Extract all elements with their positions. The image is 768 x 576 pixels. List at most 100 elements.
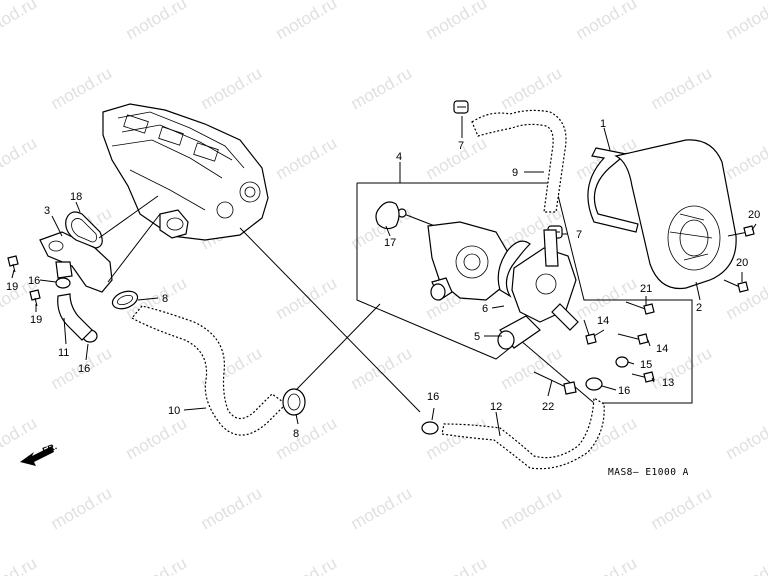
watermark-text: motod.ru xyxy=(648,483,716,533)
direction-label: FR. xyxy=(41,441,58,456)
bolt-14-upper xyxy=(583,319,597,345)
callout-16-a: 16 xyxy=(28,275,40,287)
watermark-text: motod.ru xyxy=(123,413,191,463)
watermark-text: motod.ru xyxy=(273,133,341,183)
callout-8-lower: 8 xyxy=(293,428,299,440)
clamp-8-upper xyxy=(111,290,139,310)
washer-15 xyxy=(615,356,629,368)
callout-22: 22 xyxy=(542,401,554,413)
bolt-20-lower xyxy=(723,279,749,293)
callout-9: 9 xyxy=(512,167,518,179)
watermark-text: motod.ru xyxy=(498,483,566,533)
watermark-text: motod.ru xyxy=(723,413,768,463)
assembly-boundary xyxy=(356,182,693,404)
cover-2 xyxy=(614,139,737,290)
watermark-text: motod.ru xyxy=(273,273,341,323)
callout-8-upper: 8 xyxy=(162,293,168,305)
watermark-text: motod.ru xyxy=(423,0,491,43)
callout-14-lower: 14 xyxy=(656,343,668,355)
bolt-19-upper xyxy=(7,255,19,273)
watermark-text: motod.ru xyxy=(198,483,266,533)
joint-pipe-3 xyxy=(39,231,113,293)
callout-7-top: 7 xyxy=(458,140,464,152)
bolt-14-lower xyxy=(617,333,649,345)
callout-15: 15 xyxy=(640,359,652,371)
callout-13: 13 xyxy=(662,377,674,389)
gasket-6 xyxy=(497,240,531,298)
callout-12: 12 xyxy=(490,401,502,413)
callout-1: 1 xyxy=(600,118,606,130)
watermark-text: motod.ru xyxy=(123,0,191,43)
callout-5: 5 xyxy=(474,331,480,343)
watermark-text: motod.ru xyxy=(48,483,116,533)
watermark-text: motod.ru xyxy=(723,273,768,323)
watermark-text: motod.ru xyxy=(273,0,341,43)
watermark-text: motod.ru xyxy=(348,63,416,113)
watermark-text: motod.ru xyxy=(48,63,116,113)
leader-lines xyxy=(11,116,757,437)
callout-20-a: 20 xyxy=(748,209,760,221)
watermark-text: motod.ru xyxy=(723,0,768,43)
callout-7-right: 7 xyxy=(576,229,582,241)
watermark-text: motod.ru xyxy=(573,0,641,43)
bracket-1 xyxy=(587,147,639,233)
callout-layer: 1 2 3 4 5 6 7 7 8 8 9 10 11 12 13 14 14 … xyxy=(6,118,760,440)
clip-7-top xyxy=(453,100,469,114)
hose-11 xyxy=(57,293,93,341)
callout-16-c: 16 xyxy=(427,391,439,403)
pump-cover-5 xyxy=(497,229,579,350)
engine-block xyxy=(102,103,269,241)
hose-10 xyxy=(131,305,287,436)
callout-4: 4 xyxy=(396,151,402,163)
watermark-text: motod.ru xyxy=(273,413,341,463)
watermark-text: motod.ru xyxy=(498,343,566,393)
callout-17: 17 xyxy=(384,237,396,249)
bolt-19-lower xyxy=(29,289,41,307)
clamp-16-a xyxy=(55,277,71,289)
watermark-text: motod.ru xyxy=(723,553,768,576)
clamp-16-c xyxy=(585,377,603,391)
callout-10: 10 xyxy=(168,405,180,417)
callout-16-d: 16 xyxy=(618,385,630,397)
callout-19-a: 19 xyxy=(6,281,18,293)
watermark-text: motod.ru xyxy=(0,0,40,43)
diagram-code: MAS8– E1000 A xyxy=(608,467,689,478)
watermark-text: motod.ru xyxy=(498,63,566,113)
bolt-20-upper xyxy=(727,225,755,237)
watermark-text: motod.ru xyxy=(723,133,768,183)
callout-2: 2 xyxy=(696,302,702,314)
callout-18: 18 xyxy=(70,191,82,203)
callout-19-b: 19 xyxy=(30,314,42,326)
clamp-8-lower xyxy=(282,388,306,416)
clamp-16-d xyxy=(421,421,439,435)
watermark-text: motod.ru xyxy=(648,63,716,113)
gasket-18 xyxy=(65,211,103,249)
callout-20-b: 20 xyxy=(736,257,748,269)
bolt-21 xyxy=(625,301,655,315)
watermark-text: motod.ru xyxy=(573,553,641,576)
callout-11: 11 xyxy=(58,347,69,359)
hose-9 xyxy=(471,109,567,213)
watermark-text: motod.ru xyxy=(123,553,191,576)
watermark-text: motod.ru xyxy=(273,553,341,576)
watermark-text: motod.ru xyxy=(0,553,40,576)
watermark-text: motod.ru xyxy=(423,553,491,576)
watermark-text: motod.ru xyxy=(423,133,491,183)
watermark-text: motod.ru xyxy=(0,133,40,183)
callout-6: 6 xyxy=(482,303,488,315)
watermark-text: motod.ru xyxy=(198,63,266,113)
callout-3: 3 xyxy=(44,205,50,217)
callout-21: 21 xyxy=(640,283,652,295)
watermark-text: motod.ru xyxy=(348,483,416,533)
callout-14-upper: 14 xyxy=(597,315,609,327)
water-pump-body xyxy=(397,208,511,301)
hose-12 xyxy=(441,396,605,470)
bolt-13 xyxy=(631,371,655,383)
bolt-22 xyxy=(533,371,577,395)
front-direction-arrow: FR. xyxy=(20,441,58,466)
o-ring-17 xyxy=(375,201,400,230)
callout-16-b: 16 xyxy=(78,363,90,375)
watermark-text: motod.ru xyxy=(348,343,416,393)
